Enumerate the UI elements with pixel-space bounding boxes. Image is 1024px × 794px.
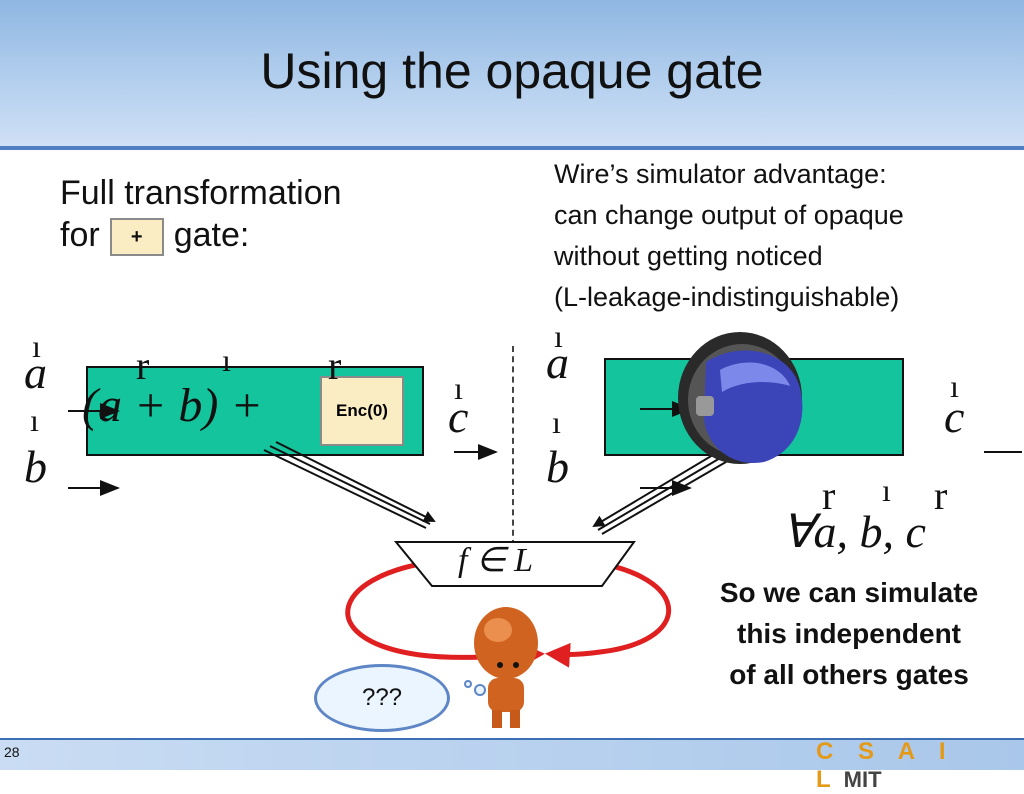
vector-arrows bbox=[68, 401, 1022, 496]
f-in-L-label: f ∈ L bbox=[458, 542, 533, 579]
bottom-text-line3: of all others gates bbox=[729, 659, 969, 690]
right-text-line1: Wire’s simulator advantage: bbox=[554, 159, 887, 189]
vec-mark-r1: r bbox=[136, 343, 150, 388]
orange-robot-figure bbox=[464, 607, 538, 728]
vec-mark-r2: r bbox=[328, 343, 342, 388]
vec-mark-a-left: ı bbox=[32, 328, 41, 364]
vec-mark-a-right: ı bbox=[554, 318, 563, 354]
simulation-note: So we can simulate this independent of a… bbox=[690, 572, 1008, 695]
logo-text: C S A I L bbox=[816, 738, 955, 793]
mit-logo-text: MIT bbox=[843, 767, 882, 792]
title-bar bbox=[0, 0, 1024, 146]
slide-title: Using the opaque gate bbox=[260, 43, 764, 99]
left-description: Full transformation for+gate: bbox=[60, 172, 342, 257]
forall-expression: ∀a, b, c bbox=[782, 506, 926, 557]
dashed-separator bbox=[512, 346, 514, 546]
vec-mark-b-left: ı bbox=[30, 402, 39, 438]
slide-number: 28 bbox=[4, 744, 20, 760]
left-text-line1: Full transformation bbox=[60, 174, 342, 212]
f-in-L-trapezoid bbox=[393, 541, 636, 587]
bottom-text-line1: So we can simulate bbox=[719, 577, 979, 608]
vec-mark-b-right: ı bbox=[552, 404, 561, 440]
right-text-line2: can change output of opaque bbox=[554, 200, 904, 230]
right-text-line4: (L-leakage-indistinguishable) bbox=[554, 282, 900, 312]
right-description: Wire’s simulator advantage: can change o… bbox=[554, 154, 904, 318]
var-b-left: b bbox=[24, 441, 47, 492]
left-text-line2: for+gate: bbox=[60, 214, 342, 257]
var-a-left: a bbox=[24, 347, 47, 398]
var-a-right: a bbox=[546, 337, 569, 388]
vec-mark-r4: r bbox=[934, 473, 948, 518]
gate-word: gate: bbox=[173, 216, 250, 254]
diagram-overlay bbox=[68, 332, 1022, 728]
title-underline bbox=[0, 146, 1024, 150]
vec-mark-i1: ı bbox=[222, 342, 231, 378]
vec-mark-c-left: ı bbox=[454, 370, 463, 406]
plus-gate-icon: + bbox=[109, 218, 164, 257]
right-text-line3: without getting noticed bbox=[554, 241, 823, 271]
footer-bar bbox=[0, 738, 1024, 770]
thought-cloud: ??? bbox=[314, 664, 450, 732]
vec-mark-i2: ı bbox=[882, 472, 891, 508]
var-b-right: b bbox=[546, 441, 569, 492]
visor-helmet-icon bbox=[678, 332, 803, 464]
bottom-text-line2: this independent bbox=[737, 618, 961, 649]
vec-mark-r3: r bbox=[822, 473, 836, 518]
enc-zero-box: Enc(0) bbox=[320, 376, 404, 446]
big-arrow-left bbox=[263, 441, 436, 529]
for-word: for bbox=[60, 216, 100, 254]
vec-mark-c-right: ı bbox=[950, 368, 959, 404]
var-c-right: c bbox=[944, 391, 965, 442]
var-c-left: c bbox=[448, 391, 469, 442]
